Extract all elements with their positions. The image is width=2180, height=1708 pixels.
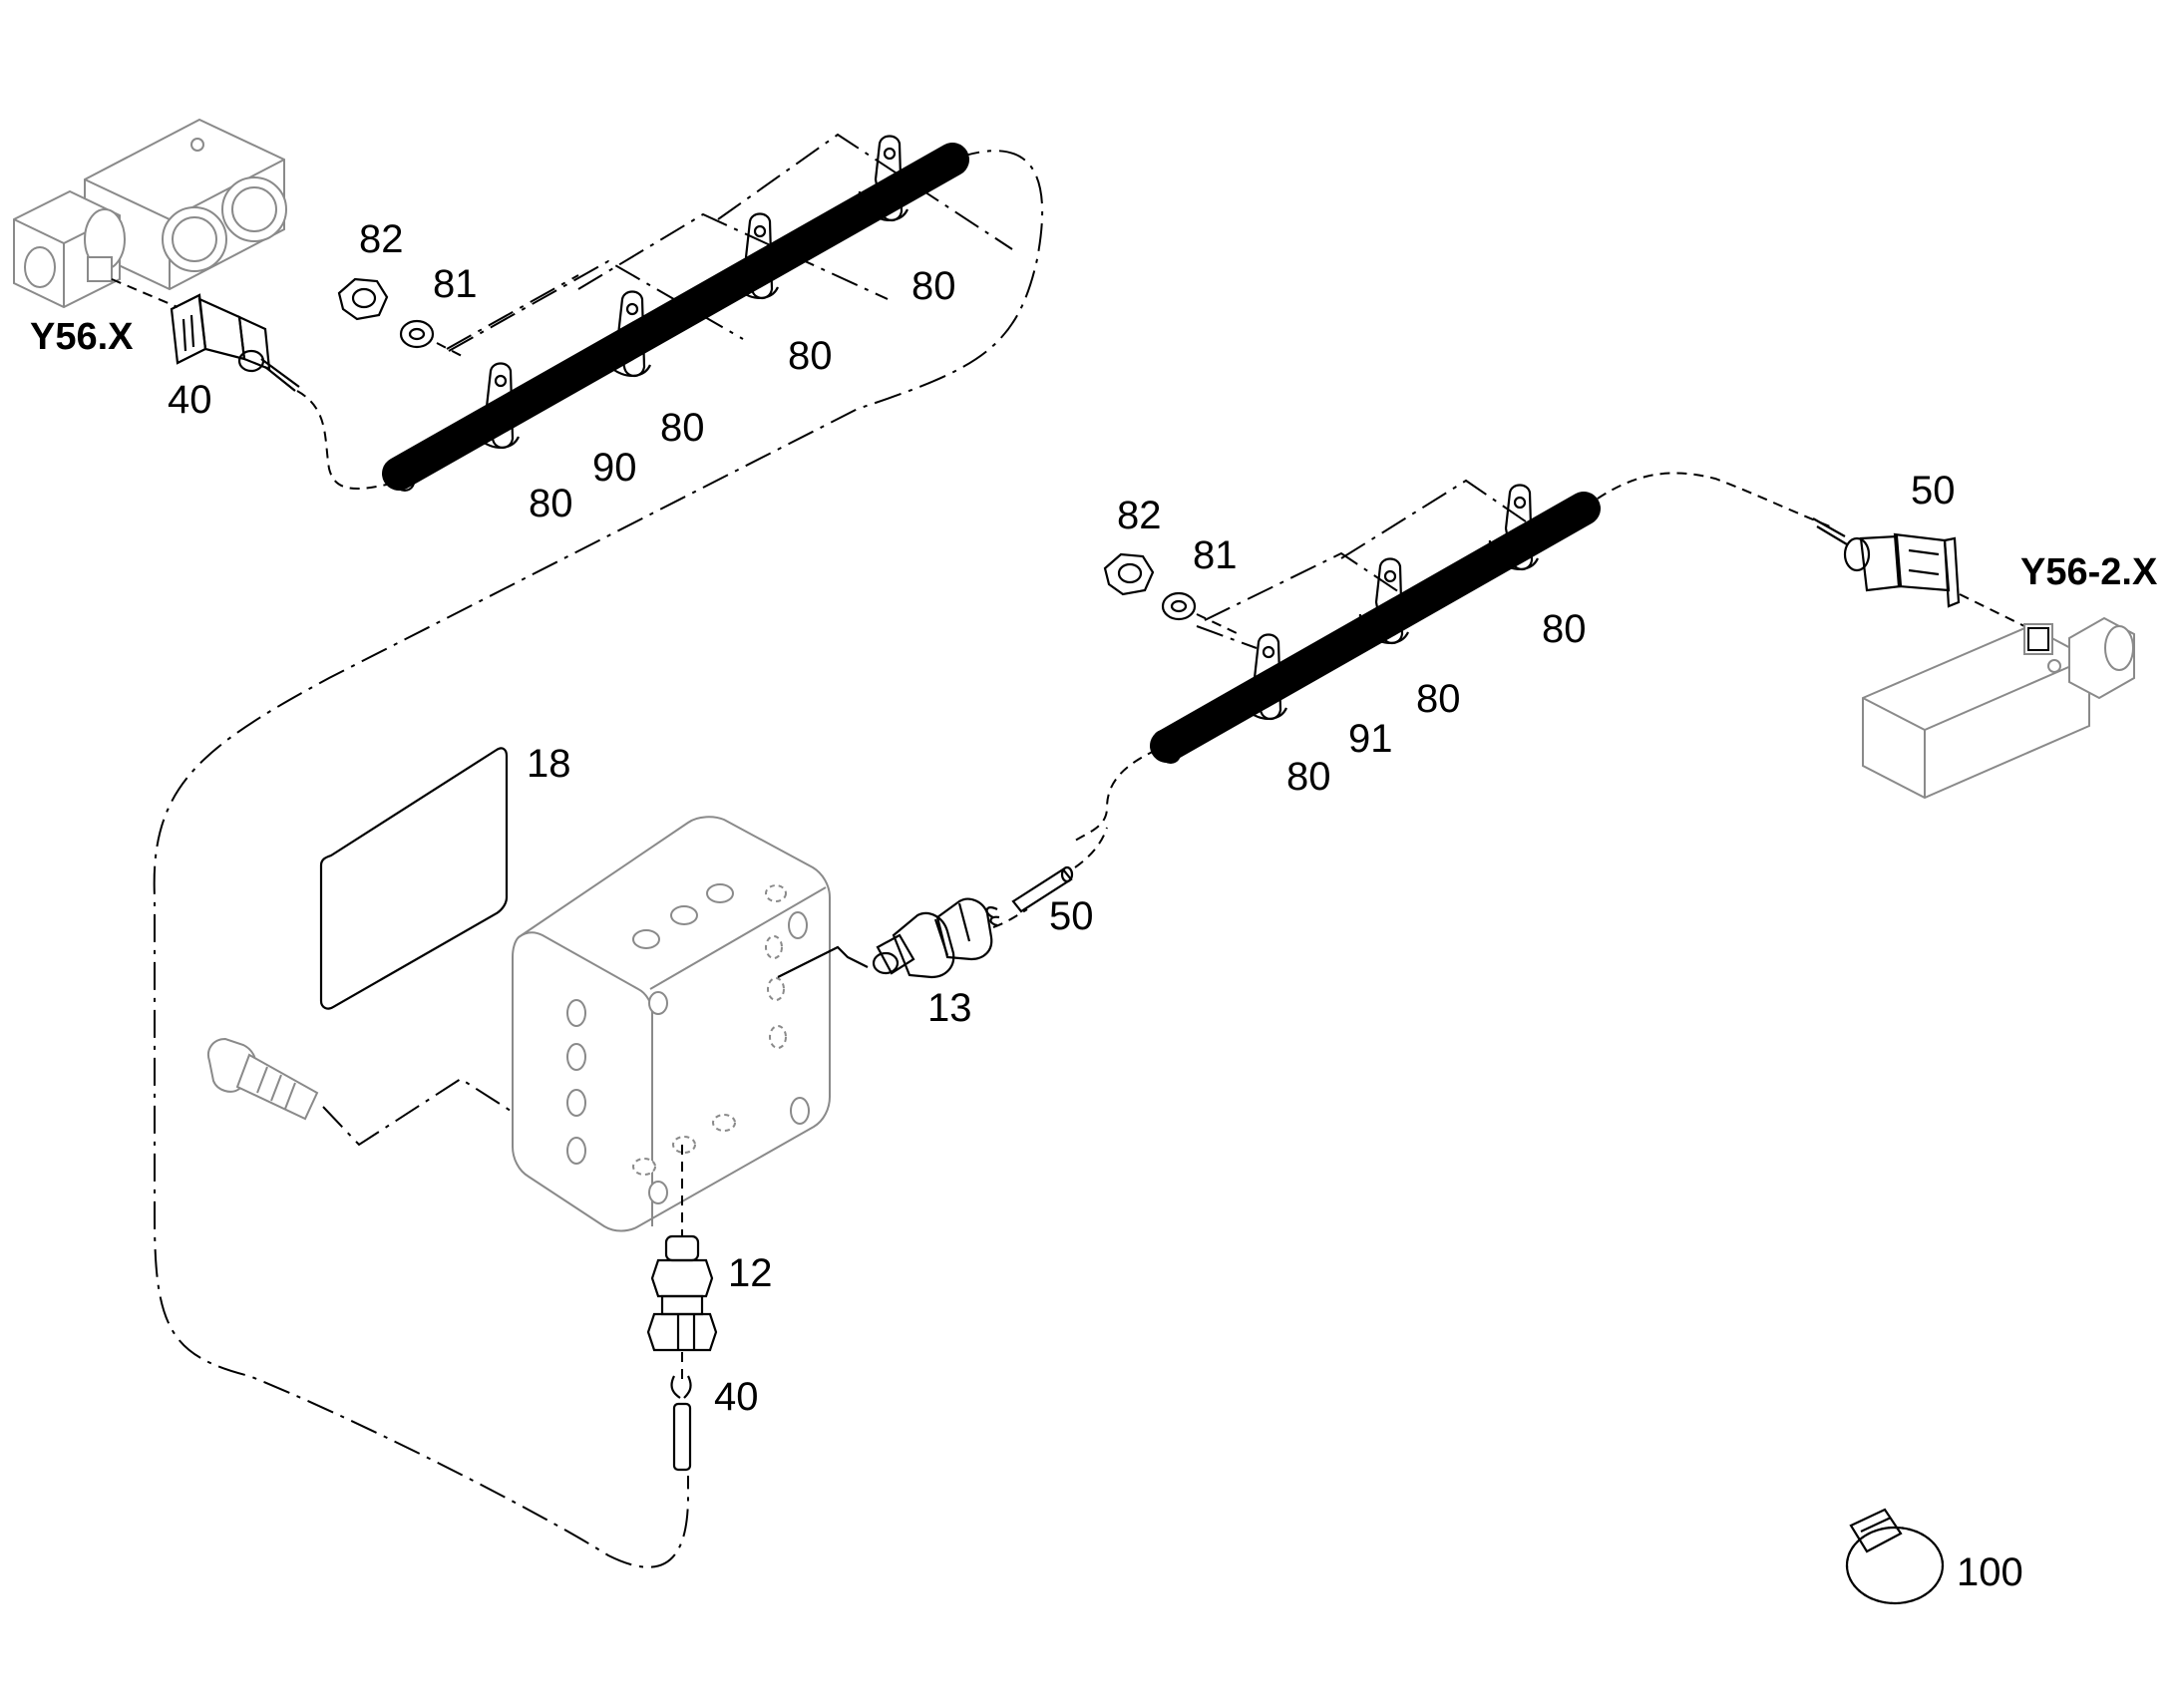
part-number-81-top: 81	[433, 262, 478, 306]
part-number-18: 18	[527, 742, 571, 786]
part-number-91: 91	[1348, 717, 1393, 761]
hex-nut-82-top-icon	[337, 277, 389, 321]
part-number-100: 100	[1957, 1550, 2023, 1594]
part-number-50-right: 50	[1911, 469, 1956, 512]
cable-clip-80-g-icon	[1488, 484, 1540, 571]
connector-plug-50-right-icon	[1812, 517, 1961, 608]
part-number-82-mid: 82	[1117, 494, 1162, 537]
washer-81-mid-icon	[1161, 591, 1197, 621]
wire-50-mid-icon	[985, 865, 1074, 927]
connector-label-y56-2-x: Y56-2.X	[2020, 551, 2158, 593]
part-number-82-top: 82	[359, 217, 404, 261]
cable-clip-80-a-icon	[469, 362, 521, 450]
washer-81-top-icon	[399, 319, 435, 349]
part-number-12: 12	[728, 1251, 773, 1295]
hex-nut-82-mid-icon	[1103, 552, 1155, 596]
part-number-90: 90	[592, 446, 637, 490]
part-number-40-top: 40	[168, 378, 212, 422]
part-number-13: 13	[927, 986, 972, 1030]
part-number-80-e: 80	[1286, 755, 1331, 799]
cable-clip-80-e-icon	[1237, 633, 1288, 721]
part-number-81-mid: 81	[1193, 533, 1238, 577]
cable-clip-80-f-icon	[1358, 557, 1410, 645]
part-number-80-c: 80	[788, 334, 833, 378]
solenoid-valve-top-icon	[13, 118, 287, 309]
cap-screw-icon	[207, 1037, 319, 1121]
connector-plug-40-top-icon	[170, 293, 300, 392]
pressure-switch-13-icon	[872, 897, 993, 979]
pressure-switch-12-icon	[646, 1234, 718, 1352]
gasket-18-icon	[319, 747, 509, 1010]
part-number-80-d: 80	[911, 264, 956, 308]
cable-clip-80-c-icon	[728, 212, 780, 300]
valve-block-icon	[512, 816, 831, 1232]
solenoid-valve-y56-2-icon	[1862, 616, 2135, 800]
wire-40-bottom-icon	[670, 1375, 692, 1472]
corrugated-conduit-91-icon	[1150, 492, 1601, 764]
part-number-80-b: 80	[660, 406, 705, 450]
part-number-40-bottom: 40	[714, 1375, 759, 1419]
corrugated-conduit-90-icon	[382, 143, 969, 492]
cable-clip-80-d-icon	[858, 135, 909, 222]
part-number-80-a: 80	[529, 482, 573, 525]
part-number-80-g: 80	[1542, 607, 1587, 651]
part-number-80-f: 80	[1416, 677, 1461, 721]
hose-clamp-100-icon	[1845, 1508, 1945, 1605]
cable-clip-80-b-icon	[600, 290, 652, 378]
connector-label-y56-x: Y56.X	[30, 316, 134, 358]
part-number-50-mid: 50	[1049, 894, 1094, 938]
